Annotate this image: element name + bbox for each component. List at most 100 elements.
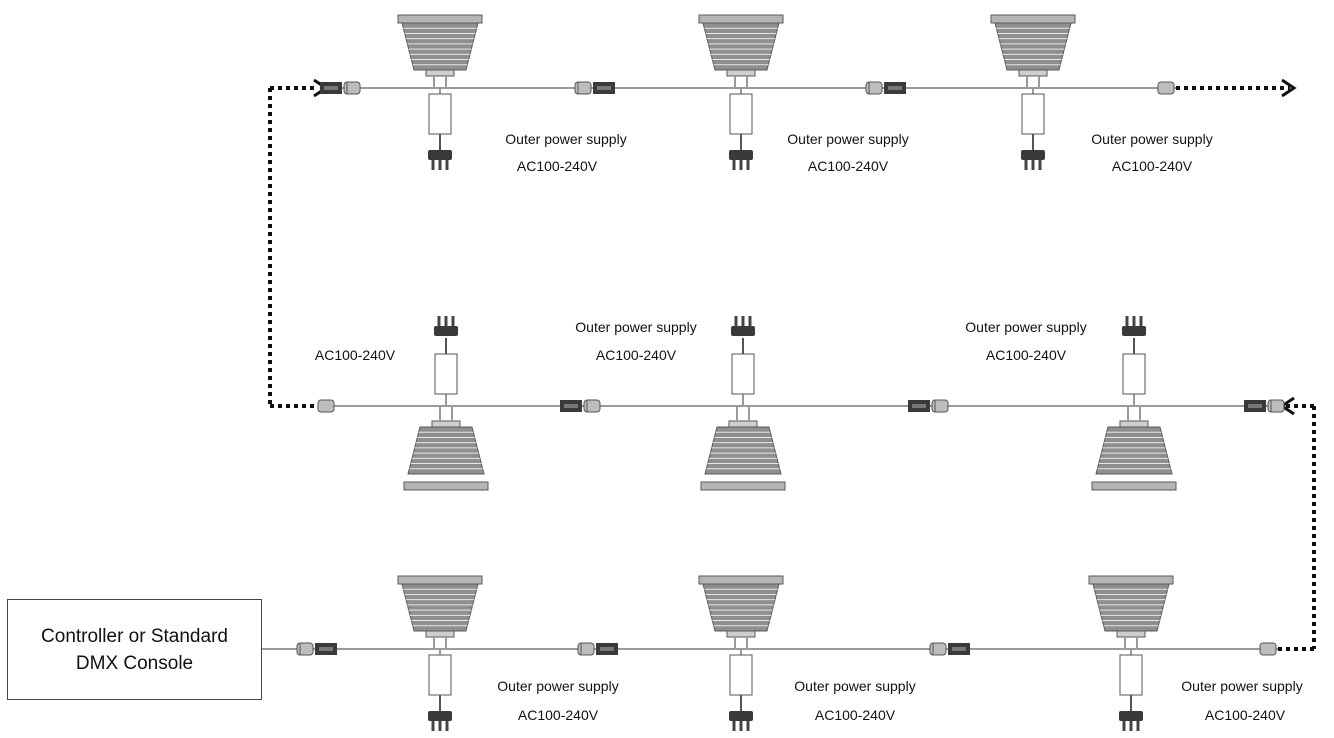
connector-sleeve [577, 642, 595, 656]
connector-sleeve [931, 399, 949, 413]
connector-sleeve [574, 81, 592, 95]
power-plug-prong [739, 160, 743, 170]
row-1-fixture-1 [397, 14, 483, 170]
power-plug [1021, 150, 1045, 160]
power-plug-prong [445, 721, 449, 731]
row-1-fixture-3-voltage-label: AC100-240V [1111, 158, 1193, 174]
row-2-fixture-2-voltage-label: AC100-240V [595, 347, 677, 363]
power-plug [1119, 711, 1143, 721]
row-1-fixture-2-voltage-label: AC100-240V [807, 158, 889, 174]
fixture-neck [728, 420, 758, 428]
connector-sleeve [929, 642, 947, 656]
row-1-fixture-1-power-label: Outer power supply [505, 131, 627, 147]
power-plug-prong [1125, 316, 1129, 326]
row-2-connector-1 [560, 399, 601, 413]
connector-block-slot [888, 86, 902, 90]
power-plug [729, 150, 753, 160]
row-3-fixture-2 [698, 575, 784, 731]
row-2-fixture-3-voltage-label: AC100-240V [985, 347, 1067, 363]
controller-label-line-1: Controller or Standard [41, 625, 228, 647]
row-1-fixture-1-voltage-label: AC100-240V [516, 158, 598, 174]
row-3-fixture-3-power-label: Outer power supply [1181, 678, 1303, 694]
power-plug-prong [1136, 721, 1140, 731]
connector-block-slot [319, 647, 333, 651]
fixture-rim [1091, 481, 1177, 491]
row-3-connector-end [1259, 642, 1277, 656]
row-1-connector-in [320, 81, 361, 95]
connector-sleeve [296, 642, 314, 656]
power-plug-prong [451, 316, 455, 326]
power-plug-prong [748, 316, 752, 326]
arrow-right-icon [1281, 78, 1297, 98]
row-2-fixture-1-voltage-label: AC100-240V [314, 347, 396, 363]
row-1-fixture-2-power-label: Outer power supply [787, 131, 909, 147]
power-plug [731, 326, 755, 336]
power-plug-prong [746, 721, 750, 731]
row-2-connector-2 [908, 399, 949, 413]
connector-sleeve [865, 81, 883, 95]
row-2-connector-in [1244, 399, 1285, 413]
connector-sleeve [1267, 399, 1285, 413]
fixture-rim [700, 481, 786, 491]
row-3-fixture-3 [1088, 575, 1174, 731]
connector-block-slot [597, 86, 611, 90]
fixture-neck [425, 630, 455, 638]
row-3-connector-controller [296, 642, 337, 656]
fixture-neck [425, 69, 455, 77]
power-plug-prong [444, 316, 448, 326]
power-plug-prong [1129, 721, 1133, 731]
row-2-fixture-1 [403, 316, 489, 491]
row-2-connector-end [317, 399, 335, 413]
row-1-connector-2 [865, 81, 906, 95]
power-plug-prong [431, 160, 435, 170]
row-2-fixture-2-power-label: Outer power supply [575, 319, 697, 335]
fixture-neck [1119, 420, 1149, 428]
row-3-connector-1 [577, 642, 618, 656]
row-3-fixture-1-voltage-label: AC100-240V [517, 707, 599, 723]
connector-block-slot [324, 86, 338, 90]
connector-block-slot [952, 647, 966, 651]
fixture-rim [403, 481, 489, 491]
power-plug [434, 326, 458, 336]
power-plug-prong [431, 721, 435, 731]
power-plug-prong [438, 721, 442, 731]
connector-block-slot [1248, 404, 1262, 408]
row-1-fixture-3 [990, 14, 1076, 170]
power-plug-prong [746, 160, 750, 170]
power-plug-prong [1139, 316, 1143, 326]
power-plug-prong [732, 160, 736, 170]
connector-block-slot [912, 404, 926, 408]
power-plug-prong [1024, 160, 1028, 170]
power-plug [428, 150, 452, 160]
row-1-connector-end [1157, 81, 1175, 95]
connector-block-slot [564, 404, 578, 408]
power-plug-prong [741, 316, 745, 326]
power-plug-prong [1038, 160, 1042, 170]
power-plug-prong [437, 316, 441, 326]
power-plug [428, 711, 452, 721]
power-plug [729, 711, 753, 721]
row-1-fixture-3-power-label: Outer power supply [1091, 131, 1213, 147]
power-plug-prong [1031, 160, 1035, 170]
fixture-neck [1116, 630, 1146, 638]
power-plug-prong [1122, 721, 1126, 731]
fixture-neck [1018, 69, 1048, 77]
power-plug-prong [734, 316, 738, 326]
row-3-fixture-3-voltage-label: AC100-240V [1204, 707, 1286, 723]
controller-label-line-2: DMX Console [75, 652, 194, 674]
connector-block-slot [600, 647, 614, 651]
connector-sleeve [583, 399, 601, 413]
row-3-fixture-1 [397, 575, 483, 731]
power-plug-prong [739, 721, 743, 731]
row-2-fixture-3-power-label: Outer power supply [965, 319, 1087, 335]
power-plug-prong [732, 721, 736, 731]
row-3-fixture-1-power-label: Outer power supply [497, 678, 619, 694]
power-plug-prong [445, 160, 449, 170]
power-plug-prong [438, 160, 442, 170]
row-2-fixture-2 [700, 316, 786, 491]
power-plug-prong [1132, 316, 1136, 326]
connector-sleeve [343, 81, 361, 95]
row-1-connector-1 [574, 81, 615, 95]
fixture-neck [726, 69, 756, 77]
